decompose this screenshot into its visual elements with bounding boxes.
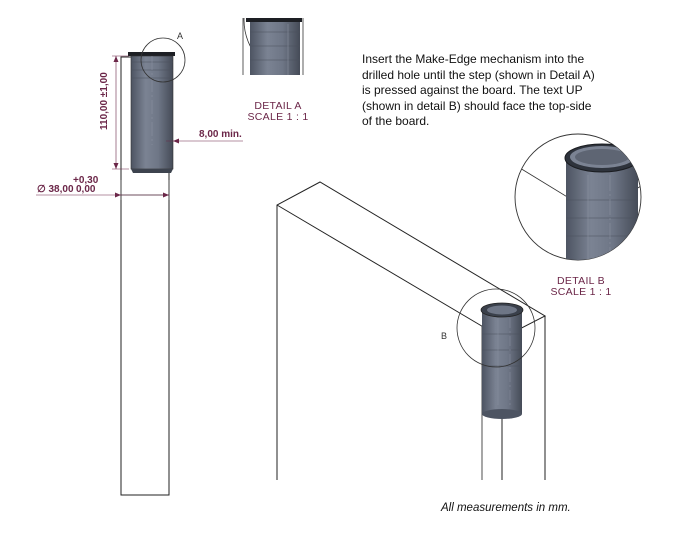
instruction-line: is pressed against the board. The text U… — [362, 83, 583, 97]
instruction-line: drilled hole until the step (shown in De… — [362, 67, 595, 82]
detail-a-marker-circle — [140, 37, 186, 83]
detail-b-scale: SCALE 1 : 1 — [550, 286, 612, 298]
detail-b-view — [514, 133, 642, 261]
detail-b-caption: DETAIL B SCALE 1 : 1 — [548, 276, 614, 298]
isometric-mechanism-cylinder — [480, 302, 524, 419]
mechanism-cylinder — [128, 52, 175, 173]
length-dimension-text: 110,00 ±1,00 — [99, 72, 110, 130]
depth-dimension-text: 8,00 min. — [199, 129, 242, 140]
instruction-line: of the board. — [362, 114, 430, 128]
diameter-value: ∅ 38,00 — [37, 184, 74, 195]
detail-a-scale: SCALE 1 : 1 — [247, 111, 309, 123]
detail-a-view — [242, 18, 304, 75]
detail-a-title: DETAIL A — [254, 100, 302, 112]
diameter-tolerance-upper: +0,30 — [73, 175, 99, 186]
detail-b-marker-label: B — [441, 331, 447, 341]
assembly-instructions: Insert the Make-Edge mechanism into the … — [362, 52, 662, 130]
detail-b-title: DETAIL B — [557, 275, 605, 287]
instruction-line: (shown in detail B) should face the top-… — [362, 98, 592, 113]
units-note: All measurements in mm. — [441, 502, 571, 514]
instruction-line: Insert the Make-Edge mechanism into the — [362, 52, 585, 66]
detail-a-marker-label: A — [177, 31, 183, 41]
detail-b-marker-circle — [456, 288, 536, 368]
diameter-tolerance-lower: 0,00 — [76, 184, 96, 195]
board-section-view: A 110,00 ±1,00 8,00 min. +0,30 ∅ 38,00 0… — [36, 31, 243, 496]
detail-a-caption: DETAIL A SCALE 1 : 1 — [246, 101, 310, 123]
length-dimension: 110,00 ±1,00 — [99, 55, 129, 170]
depth-dimension: 8,00 min. — [166, 129, 243, 144]
diameter-dimension: +0,30 ∅ 38,00 0,00 — [36, 175, 169, 198]
